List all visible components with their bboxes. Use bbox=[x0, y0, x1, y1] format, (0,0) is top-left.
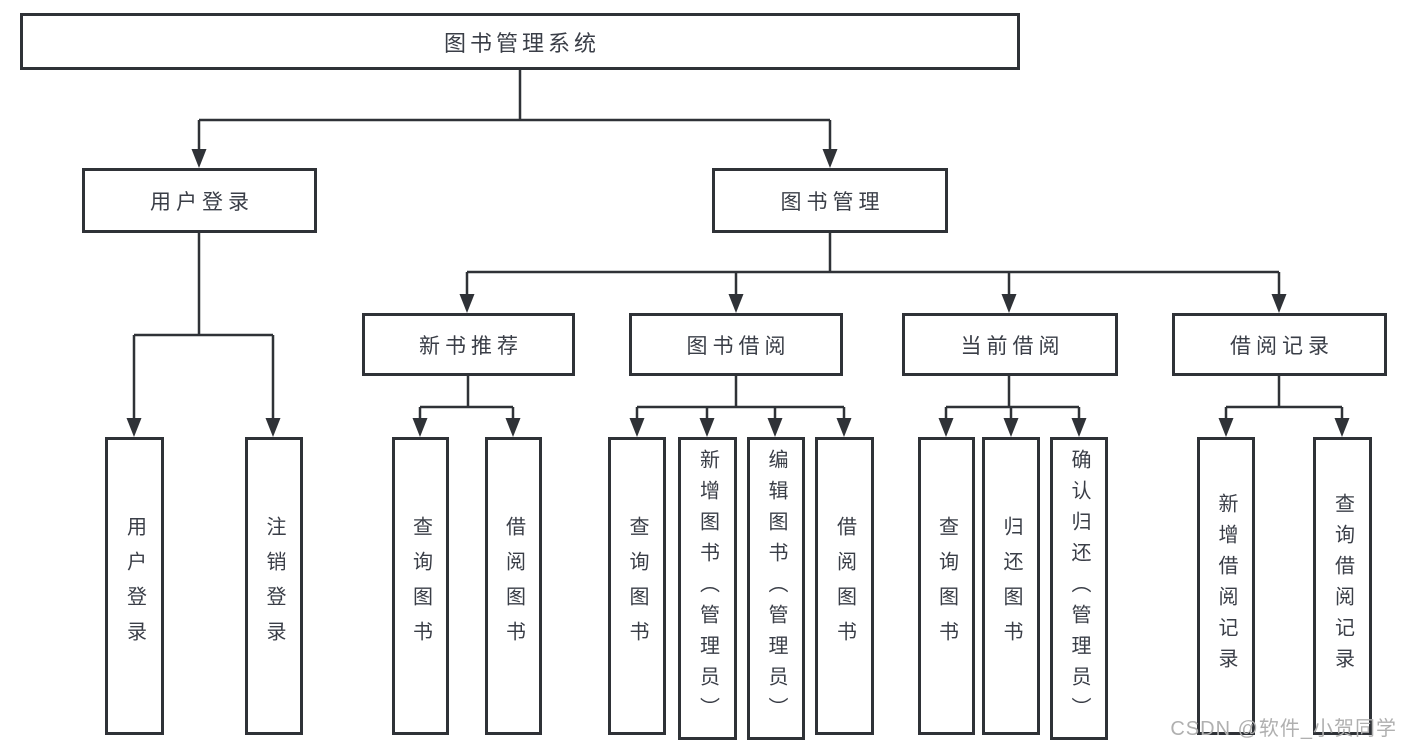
arrow-down-icon bbox=[836, 418, 852, 437]
arrow-down-icon bbox=[412, 418, 428, 437]
node-new-book-recommend: 新书推荐 bbox=[362, 313, 575, 376]
leaf-logout: 注销登录 bbox=[245, 437, 303, 735]
arrow-down-icon bbox=[126, 418, 142, 437]
arrow-down-icon bbox=[265, 418, 281, 437]
arrow-down-icon bbox=[1003, 418, 1019, 437]
arrow-down-icon bbox=[191, 149, 207, 168]
arrow-down-icon bbox=[1218, 418, 1234, 437]
arrow-down-icon bbox=[629, 418, 645, 437]
arrow-down-icon bbox=[728, 294, 744, 313]
arrow-down-icon bbox=[459, 294, 475, 313]
leaf-return-books: 归还图书 bbox=[982, 437, 1040, 735]
arrow-down-icon bbox=[1001, 294, 1017, 313]
leaf-query-books-borrow: 查询图书 bbox=[608, 437, 666, 735]
arrow-down-icon bbox=[505, 418, 521, 437]
leaf-confirm-return-admin: 确认归还（管理员） bbox=[1050, 437, 1108, 740]
leaf-user-login: 用户登录 bbox=[105, 437, 164, 735]
node-book-management: 图书管理 bbox=[712, 168, 948, 233]
leaf-borrow-books-recommend: 借阅图书 bbox=[485, 437, 542, 735]
leaf-query-books-recommend: 查询图书 bbox=[392, 437, 449, 735]
leaf-query-books-current: 查询图书 bbox=[918, 437, 975, 735]
node-system-root: 图书管理系统 bbox=[20, 13, 1020, 70]
arrow-down-icon bbox=[767, 418, 783, 437]
node-user-login: 用户登录 bbox=[82, 168, 317, 233]
node-borrow-records: 借阅记录 bbox=[1172, 313, 1387, 376]
arrow-down-icon bbox=[938, 418, 954, 437]
leaf-borrow-books: 借阅图书 bbox=[815, 437, 874, 735]
arrow-down-icon bbox=[1271, 294, 1287, 313]
leaf-add-book-admin: 新增图书（管理员） bbox=[678, 437, 737, 740]
arrow-down-icon bbox=[699, 418, 715, 437]
leaf-query-borrow-record: 查询借阅记录 bbox=[1313, 437, 1372, 735]
arrow-down-icon bbox=[1071, 418, 1087, 437]
arrow-down-icon bbox=[822, 149, 838, 168]
node-current-borrow: 当前借阅 bbox=[902, 313, 1118, 376]
node-book-borrow: 图书借阅 bbox=[629, 313, 843, 376]
arrow-down-icon bbox=[1334, 418, 1350, 437]
leaf-add-borrow-record: 新增借阅记录 bbox=[1197, 437, 1255, 735]
connector-lines bbox=[132, 70, 1344, 433]
leaf-edit-book-admin: 编辑图书（管理员） bbox=[747, 437, 805, 740]
csdn-watermark: CSDN @软件_小贺同学 bbox=[1170, 718, 1397, 740]
